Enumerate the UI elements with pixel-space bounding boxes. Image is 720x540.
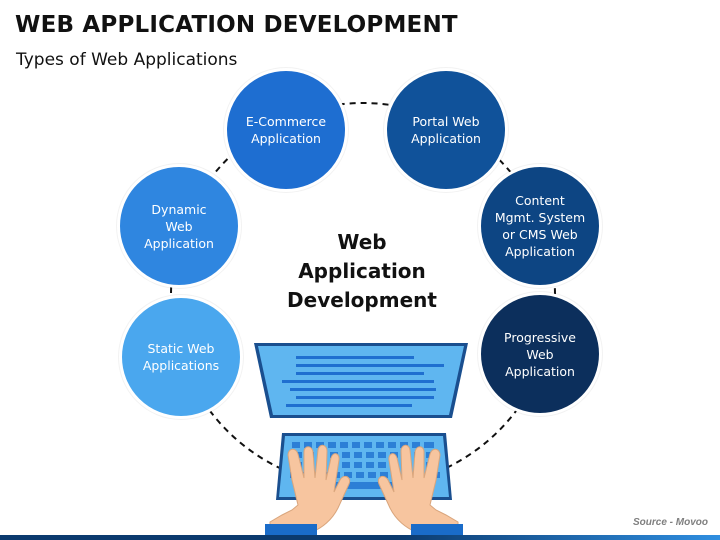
page-title: WEB APPLICATION DEVELOPMENT xyxy=(15,12,458,38)
source-note: Source - Movoo xyxy=(632,517,708,528)
node-portal: Portal Web Application xyxy=(384,68,508,192)
node-progressive-label: Progressive Web Application xyxy=(504,329,576,379)
node-cms-label: Content Mgmt. System or CMS Web Applicat… xyxy=(494,193,586,259)
node-cms: Content Mgmt. System or CMS Web Applicat… xyxy=(478,164,602,288)
page-subtitle: Types of Web Applications xyxy=(16,50,238,70)
laptop-screen xyxy=(254,343,468,418)
node-dynamic: Dynamic Web Application xyxy=(117,164,241,288)
center-label: Web Application Development xyxy=(287,230,437,312)
node-progressive: Progressive Web Application xyxy=(478,292,602,416)
node-dynamic-label: Dynamic Web Application xyxy=(144,201,214,251)
bottom-accent-bar xyxy=(0,535,720,540)
node-ecommerce-label: E-Commerce Application xyxy=(245,114,327,146)
node-static: Static Web Applications xyxy=(119,295,243,419)
node-portal-label: Portal Web Application xyxy=(411,114,481,146)
node-ecommerce: E-Commerce Application xyxy=(224,68,348,192)
node-static-label: Static Web Applications xyxy=(142,341,220,373)
